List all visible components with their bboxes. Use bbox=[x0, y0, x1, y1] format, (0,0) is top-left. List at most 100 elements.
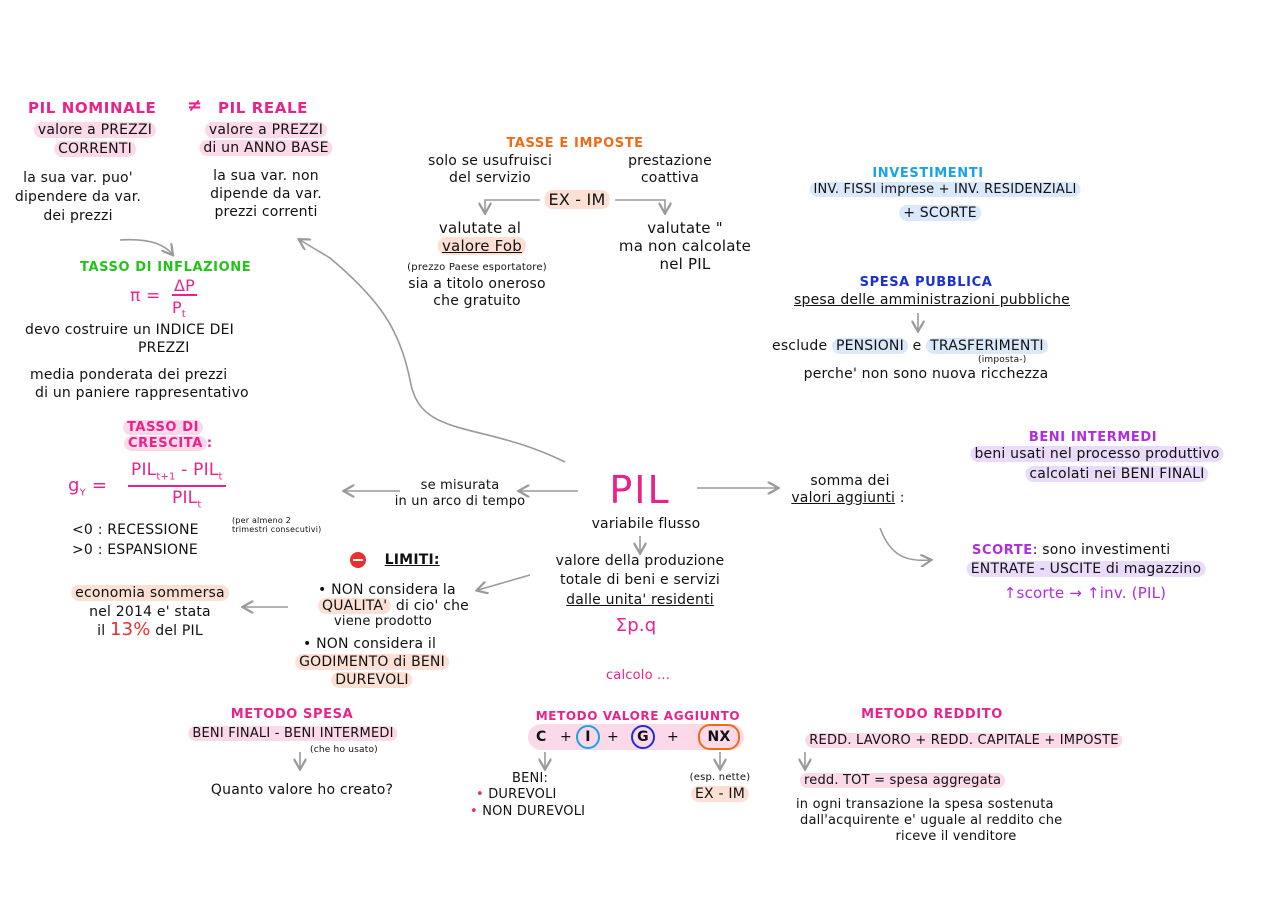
valore-line1: valore della produzione bbox=[555, 553, 725, 569]
metodo-reddito-title: METODO REDDITO bbox=[861, 707, 1003, 722]
pil-reale-title: PIL REALE bbox=[218, 99, 308, 117]
crescita-formula-den: PILt bbox=[172, 488, 202, 511]
scorte-line2: ENTRATE - USCITE di magazzino bbox=[966, 561, 1206, 577]
tasse-a1: valutate al bbox=[438, 219, 522, 237]
sommersa-line2: nel 2014 e' stata bbox=[89, 604, 211, 620]
metodo-reddito-line2: redd. TOT = spesa aggregata bbox=[800, 773, 1006, 789]
metodo-valore-title: METODO VALORE AGGIUNTO bbox=[535, 709, 741, 723]
misurata-line2: in un arco di tempo bbox=[394, 494, 526, 509]
pil-reale-note1: la sua var. non bbox=[213, 168, 319, 184]
tasse-a3: (prezzo Paese esportatore) bbox=[407, 262, 547, 273]
crescita-recessione: <0 : RECESSIONE bbox=[72, 522, 199, 538]
metodo-valore-exim: EX - IM bbox=[691, 786, 749, 802]
pil-reale-note2: dipende da var. bbox=[210, 186, 322, 202]
pil-reale-line2: di un ANNO BASE bbox=[199, 140, 333, 156]
limiti-title: LIMITI: bbox=[384, 552, 440, 568]
tasse-left1: solo se usufruisci bbox=[427, 153, 553, 169]
arrow-valore-to-limiti bbox=[478, 574, 531, 590]
formula-nx: NX bbox=[698, 724, 740, 750]
limiti-l1a: • NON considera la bbox=[318, 582, 456, 598]
misurata-line1: se misurata bbox=[420, 478, 500, 493]
somma-line1: somma dei bbox=[810, 473, 890, 489]
inflazione-formula-num: ΔP bbox=[172, 276, 197, 296]
limiti-block: LIMITI: bbox=[350, 552, 440, 568]
pil-nominale-note3: dei prezzi bbox=[43, 208, 113, 224]
spesa-pubblica-line3: perche' non sono nuova ricchezza bbox=[803, 366, 1049, 382]
formula-c: C bbox=[536, 729, 547, 745]
crescita-formula-num: PILt+1 - PILt bbox=[128, 462, 226, 488]
limiti-l2c: DUREVOLI bbox=[331, 672, 413, 688]
pil-nominale-line1: valore a PREZZI bbox=[33, 122, 157, 138]
limiti-l2a: • NON considera il bbox=[303, 636, 437, 652]
scorte-line3: ↑scorte → ↑inv. (PIL) bbox=[1003, 584, 1167, 602]
pil-center-subtitle: variabile flusso bbox=[591, 516, 701, 532]
calcolo-label: calcolo ... bbox=[605, 668, 671, 683]
valore-line2: totale di beni e servizi bbox=[560, 572, 720, 588]
inflazione-title: TASSO DI INFLAZIONE bbox=[80, 260, 252, 275]
investimenti-title: INVESTIMENTI bbox=[872, 166, 984, 181]
pil-center-title: PIL bbox=[609, 468, 671, 512]
tasse-b1: valutate " bbox=[647, 219, 723, 237]
metodo-spesa-line1: BENI FINALI - BENI INTERMEDI bbox=[188, 726, 398, 742]
metodo-valore-formula: C + I + G + NX bbox=[528, 724, 744, 750]
metodo-reddito-line4: dall'acquirente e' uguale al reddito che bbox=[800, 813, 1063, 828]
spesa-pubblica-line2: esclude PENSIONI e TRASFERIMENTI bbox=[772, 338, 1048, 354]
crescita-formula-lhs: gY = bbox=[68, 475, 108, 499]
tasse-right1: prestazione bbox=[628, 153, 712, 169]
tasse-a2: valore Fob bbox=[437, 237, 527, 255]
limiti-l1d: viene prodotto bbox=[334, 614, 433, 629]
spesa-pubblica-title: SPESA PUBBLICA bbox=[859, 275, 993, 290]
spesa-pubblica-line1: spesa delle amministrazioni pubbliche bbox=[794, 292, 1070, 308]
beni-intermedi-title: BENI INTERMEDI bbox=[1028, 430, 1158, 445]
metodo-reddito-line1: REDD. LAVORO + REDD. CAPITALE + IMPOSTE bbox=[805, 733, 1123, 749]
not-equal-symbol: ≠ bbox=[187, 95, 203, 116]
inflazione-line2: PREZZI bbox=[138, 340, 190, 356]
inflazione-line1: devo costruire un INDICE DEI bbox=[25, 322, 235, 338]
tasse-a5: che gratuito bbox=[433, 293, 521, 309]
sommersa-line1: economia sommersa bbox=[71, 585, 229, 601]
beni-intermedi-line1: beni usati nel processo produttivo bbox=[970, 446, 1224, 462]
crescita-rec-note2: trimestri consecutivi) bbox=[232, 525, 322, 534]
inflazione-line3: media ponderata dei prezzi bbox=[30, 367, 228, 383]
beni-intermedi-line2: calcolati nei BENI FINALI bbox=[1025, 466, 1209, 482]
pil-nominale-note1: la sua var. puo' bbox=[23, 170, 133, 186]
pil-nominale-note2: dipendere da var. bbox=[14, 189, 142, 205]
metodo-spesa-line2: Quanto valore ho creato? bbox=[210, 782, 394, 798]
inflazione-formula-lhs: π = bbox=[130, 286, 161, 306]
pil-reale-note3: prezzi correnti bbox=[214, 204, 318, 220]
valore-line3: dalle unita' residenti bbox=[566, 592, 714, 608]
metodo-valore-non-durevoli: • NON DUREVOLI bbox=[470, 804, 586, 819]
valore-formula: Σp.q bbox=[615, 615, 657, 636]
arrow-exim-right bbox=[615, 199, 665, 212]
formula-plus1: + bbox=[560, 729, 572, 745]
arrow-somma-to-scorte bbox=[879, 527, 930, 560]
arrow-exim-left bbox=[485, 199, 540, 212]
scorte-title: SCORTE: sono investimenti bbox=[972, 542, 1171, 558]
crescita-title1: TASSO DI bbox=[122, 420, 204, 436]
formula-plus3: + bbox=[667, 729, 679, 745]
tasse-title: TASSE E IMPOSTE bbox=[506, 136, 644, 151]
arrow-pil-to-prezzi bbox=[300, 240, 566, 463]
formula-g: G bbox=[631, 725, 655, 749]
crescita-title2: CRESCITA: bbox=[124, 436, 213, 452]
tasse-right2: coattiva bbox=[640, 170, 700, 186]
investimenti-line2: + SCORTE bbox=[899, 205, 981, 221]
formula-i: I bbox=[576, 725, 600, 749]
metodo-spesa-note: (che ho usato) bbox=[310, 745, 378, 755]
limiti-l2b: GODIMENTO di BENI bbox=[295, 654, 449, 670]
crescita-rec-note1: (per almeno 2 bbox=[232, 516, 291, 525]
pil-nominale-title: PIL NOMINALE bbox=[28, 99, 157, 117]
crescita-espansione: >0 : ESPANSIONE bbox=[72, 542, 198, 558]
metodo-reddito-line5: riceve il venditore bbox=[895, 829, 1017, 844]
metodo-valore-esp-nette: (esp. nette) bbox=[689, 772, 751, 783]
tasse-a4: sia a titolo oneroso bbox=[408, 276, 546, 292]
metodo-reddito-line3: in ogni transazione la spesa sostenuta bbox=[796, 797, 1054, 812]
no-entry-icon bbox=[350, 552, 366, 568]
metodo-valore-beni: BENI: bbox=[512, 771, 549, 786]
spesa-pubblica-imposta: (imposta-) bbox=[978, 355, 1027, 365]
pil-nominale-line2: CORRENTI bbox=[54, 141, 136, 157]
tasse-left2: del servizio bbox=[449, 170, 531, 186]
sommersa-line3: il 13% del PIL bbox=[97, 619, 203, 640]
pil-reale-line1: valore a PREZZI bbox=[204, 122, 328, 138]
